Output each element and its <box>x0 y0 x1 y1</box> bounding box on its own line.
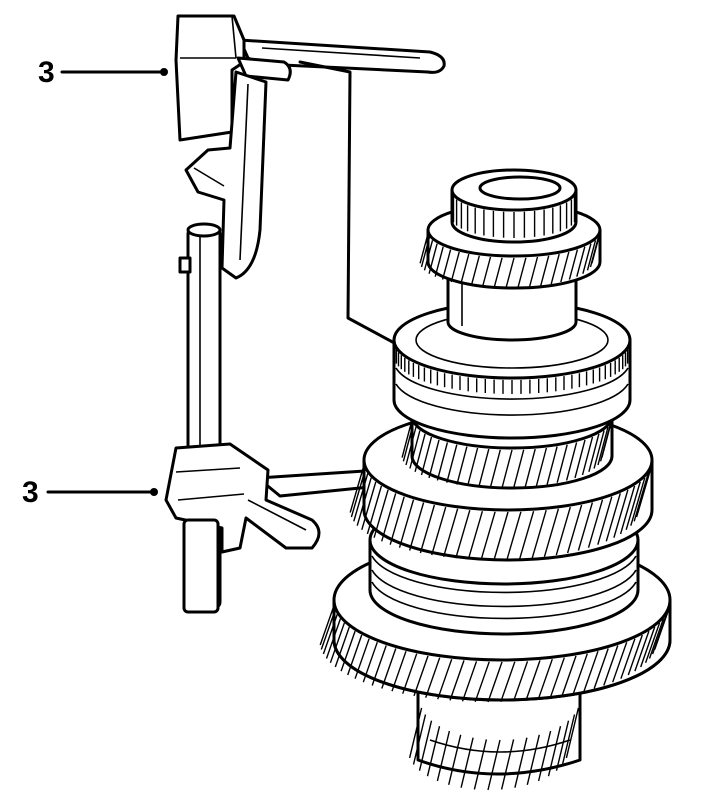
callout-leader-bottom <box>46 488 158 496</box>
middle-helical-gear <box>349 408 654 562</box>
callout-label-top: 3 <box>38 56 55 89</box>
gear-shaft-stack <box>319 168 672 791</box>
callout-leader-top <box>60 68 168 76</box>
callout-label-bottom: 3 <box>22 476 39 509</box>
lower-shift-fork <box>164 442 382 614</box>
upper-shift-fork <box>174 14 446 280</box>
top-roller-bearing <box>450 168 578 244</box>
